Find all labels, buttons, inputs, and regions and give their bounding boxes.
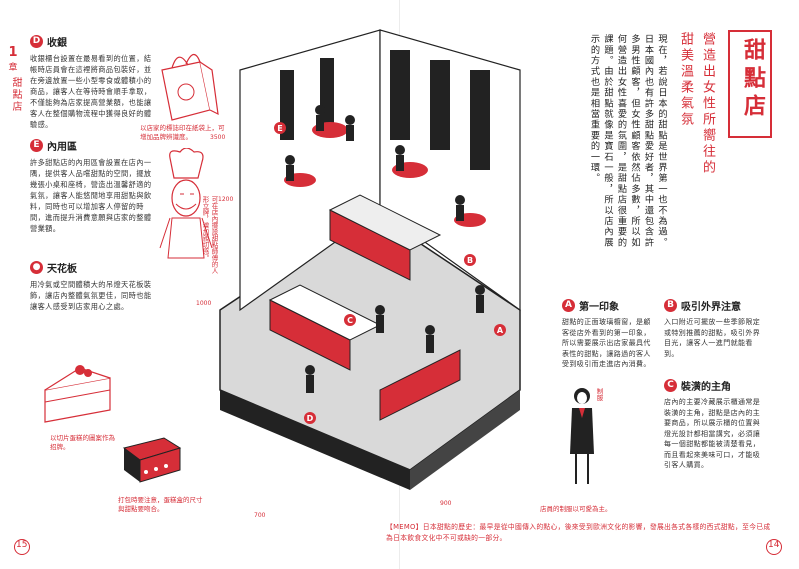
staff-figure-icon xyxy=(570,388,594,484)
section-e-body: 許多甜點店的內用區會設置在店內一隅，提供客人品嚐甜點的空間，擺放幾張小桌和座椅，… xyxy=(30,158,152,233)
intro-text: 現在，若說日本的甜點是世界第一也不為過。日本國內也有許多甜點愛好者，其中還包含許… xyxy=(588,34,668,248)
section-c-decor: C 裝潢的主角 店內的主要冷藏展示櫃通常是裝潢的主角，甜點是店內的主要商品，所以… xyxy=(664,378,766,471)
badge-d: D xyxy=(30,35,43,48)
shop-isometric-illustration: E D C A B xyxy=(219,29,521,490)
page-number-left: 15 xyxy=(16,540,28,550)
svg-text:C: C xyxy=(347,316,353,325)
cake-box-icon xyxy=(122,437,182,483)
badge-e: E xyxy=(30,139,43,152)
page-number-right-circle xyxy=(766,539,782,555)
section-ceiling-title: 天花板 xyxy=(47,264,77,275)
section-b-title: 吸引外界注意 xyxy=(681,302,741,313)
section-a-body: 甜點的正面玻璃櫥窗，是顧客從店外看到的第一印象，所以需要展示出店家最具代表性的甜… xyxy=(562,318,651,368)
section-d-cashier: D 收銀 收銀櫃台設置在最易看到的位置，結帳時店員會在這裡將商品包裝好，並在旁邊… xyxy=(30,34,152,130)
cake-slice-icon xyxy=(44,365,111,423)
dim-4: 900 xyxy=(440,500,452,507)
page-title: 甜點店 xyxy=(740,38,765,122)
dim-5: 700 xyxy=(254,512,266,519)
caption-bag: 以店家的標誌印在紙袋上，可增加品牌辨識度。 xyxy=(140,124,225,141)
svg-text:A: A xyxy=(497,326,504,335)
svg-text:E: E xyxy=(277,124,282,133)
chapter-title: 甜點店 xyxy=(10,77,21,113)
dim-3: 1000 xyxy=(196,300,212,307)
title-box: 甜點店 xyxy=(728,30,772,138)
caption-cake: 以切片蛋糕的圖案作為招牌。 xyxy=(50,434,115,451)
badge-a: A xyxy=(562,299,575,312)
staff-label: 制服 xyxy=(595,388,603,401)
page-number-right: 14 xyxy=(768,540,780,550)
section-b-body: 入口附近可擺放一些季節限定或特別推薦的甜點，吸引外界目光，讓客人一進門就能看到。 xyxy=(664,318,761,358)
chapter-number: 1 xyxy=(8,45,18,60)
section-d-title: 收銀 xyxy=(47,38,67,49)
section-ceiling-body: 用冷氣或空間體積大的吊燈天花板裝飾，讓店內整體氣氛更佳，同時也能讓客人感受到店家… xyxy=(30,280,152,311)
chef-icon xyxy=(159,148,213,259)
memo-note: 【MEMO】日本甜點的歷史：最早是從中國傳入的點心，後來受到歐洲文化的影響，發展… xyxy=(386,523,771,542)
chapter-tab: 1 章 甜點店 xyxy=(6,45,21,114)
section-a-impression: A 第一印象 甜點的正面玻璃櫥窗，是顧客從店外看到的第一印象，所以需要展示出店家… xyxy=(562,298,654,370)
svg-text:B: B xyxy=(467,256,473,265)
section-b-attention: B 吸引外界注意 入口附近可擺放一些季節限定或特別推薦的甜點，吸引外界目光，讓客… xyxy=(664,298,766,359)
section-e-dining: E 內用區 許多甜點店的內用區會設置在店內一隅，提供客人品嚐甜點的空間，擺放幾張… xyxy=(30,138,152,234)
dim-1: 3500 xyxy=(210,134,226,141)
section-a-title: 第一印象 xyxy=(579,302,619,313)
caption-box: 打包時要注意，蛋糕盒的尺寸與甜點要吻合。 xyxy=(118,496,203,513)
section-c-title: 裝潢的主角 xyxy=(681,382,731,393)
section-e-title: 內用區 xyxy=(47,142,77,153)
badge-c: C xyxy=(664,379,677,392)
dim-2: 1200 xyxy=(218,196,234,203)
caption-staff: 店員的制服以可愛為主。 xyxy=(540,505,612,513)
chapter-word: 章 xyxy=(8,63,18,73)
ceiling-icon: ● xyxy=(30,261,43,274)
svg-text:D: D xyxy=(307,414,314,423)
section-ceiling: ● 天花板 用冷氣或空間體積大的吊燈天花板裝飾，讓店內整體氣氛更佳，同時也能讓客… xyxy=(30,260,152,312)
shopping-bag-icon xyxy=(161,53,219,121)
page-subtitle: 營造出女性所嚮往的甜美溫柔氣氛 xyxy=(678,32,715,176)
section-c-body: 店內的主要冷藏展示櫃通常是裝潢的主角，甜點是店內的主要商品，所以展示櫃的位置與燈… xyxy=(664,398,761,469)
caption-chef: 可在店內擺設甜點師傅的人形立牌，增加親切感。 xyxy=(201,196,218,274)
page-number-left-circle xyxy=(14,539,30,555)
section-d-body: 收銀櫃台設置在最易看到的位置，結帳時店員會在這裡將商品包裝好，並在旁邊放置一些小… xyxy=(30,54,152,129)
badge-b: B xyxy=(664,299,677,312)
